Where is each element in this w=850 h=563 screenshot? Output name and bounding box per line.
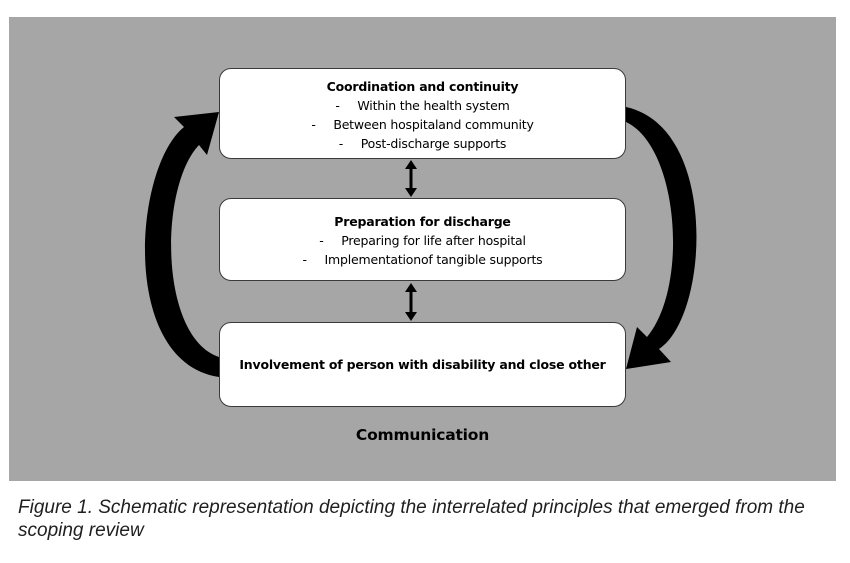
coordination-continuity-list: - Within the health system - Between hospi… xyxy=(220,96,625,153)
preparation-discharge-list: -Preparing for life after hospital -Impl… xyxy=(220,231,625,269)
bullet-dash: - xyxy=(311,117,316,132)
left-cycle-arrow xyxy=(144,112,219,377)
communication-label: Communication xyxy=(355,426,490,444)
right-cycle-arrow xyxy=(626,107,697,369)
preparation-discharge-box: Preparation for discharge - Preparing for… xyxy=(219,198,626,281)
list-item-text: Preparing for life after hospital xyxy=(341,233,526,248)
figure-caption: Figure 1. Schematic representation depic… xyxy=(18,497,805,541)
coordination-continuity-title: Coordination and continuity xyxy=(326,79,519,94)
bullet-dash: - xyxy=(335,98,340,113)
list-item-text: Between hospitaland community xyxy=(333,117,534,132)
coordination-continuity-box: Coordination and continuity - Within the … xyxy=(219,68,626,159)
list-item: - Post-discharge supports xyxy=(220,134,625,153)
bullet-dash: - xyxy=(319,233,324,248)
list-item: - Implementationof tangible supports xyxy=(220,250,625,269)
list-item-text: Implementationof tangible supports xyxy=(324,252,543,267)
arrows-overlay xyxy=(144,107,697,377)
involvement-title: Involvement of person with disability an… xyxy=(239,357,606,372)
double-arrow-middle-bottom xyxy=(405,283,417,321)
list-item-text: Post-discharge supports xyxy=(360,136,507,151)
preparation-discharge-title: Preparation for discharge xyxy=(334,214,511,229)
double-arrow-top-middle xyxy=(405,160,417,197)
figure-panel: Coordination and continuity - Within the … xyxy=(9,17,836,481)
involvement-box: Involvement of person with disability an… xyxy=(219,322,626,407)
list-item: - Preparing for life after hospital xyxy=(220,231,625,250)
bullet-dash: - xyxy=(338,136,344,151)
list-item: - Within the health system xyxy=(220,96,625,115)
list-item: - Between hospitaland community xyxy=(220,115,625,134)
bullet-dash: - xyxy=(302,252,308,267)
list-item-text: Within the health system xyxy=(357,98,510,113)
